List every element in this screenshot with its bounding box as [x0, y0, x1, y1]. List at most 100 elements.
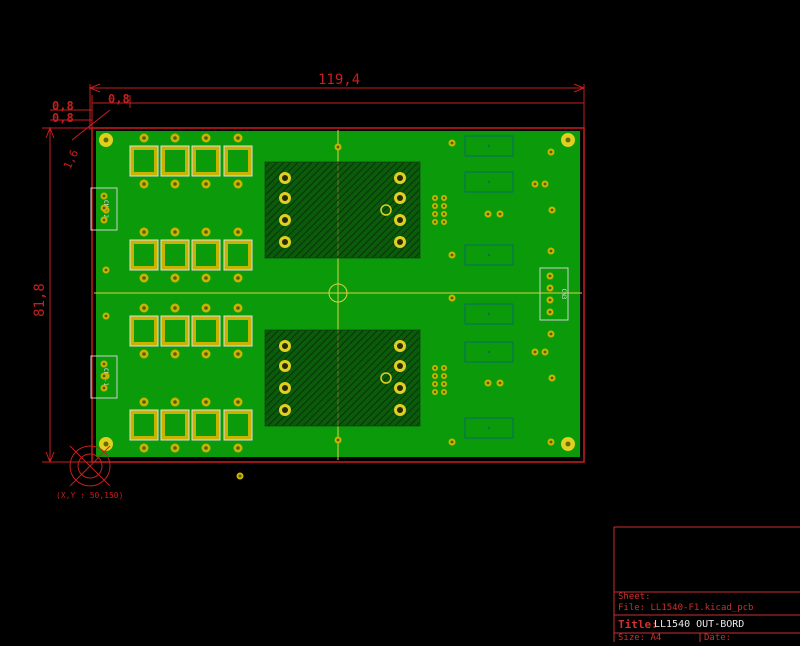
drill-hole[interactable] [543, 350, 547, 354]
drill-hole[interactable] [498, 381, 502, 385]
drill-hole[interactable] [173, 446, 177, 450]
drill-hole[interactable] [204, 306, 208, 310]
drill-hole[interactable] [550, 208, 554, 212]
cap-marker[interactable] [380, 372, 392, 384]
drill-hole[interactable] [173, 306, 177, 310]
drill-hole[interactable] [442, 196, 446, 200]
capacitor-center[interactable] [196, 414, 216, 436]
drill-hole[interactable] [236, 446, 240, 450]
mounting-hole-tl[interactable] [99, 133, 113, 147]
transformer-pin-hole[interactable] [397, 175, 403, 181]
drill-hole[interactable] [142, 230, 146, 234]
drill-hole[interactable] [533, 182, 537, 186]
transformer-pin-hole[interactable] [397, 343, 403, 349]
drill-hole[interactable] [142, 182, 146, 186]
transformer-pin-hole[interactable] [397, 239, 403, 245]
capacitor-center[interactable] [134, 150, 154, 172]
drill-hole[interactable] [104, 268, 108, 272]
capacitor-center[interactable] [228, 414, 248, 436]
resistor-mark[interactable] [487, 350, 491, 354]
cap-marker[interactable] [380, 204, 392, 216]
drill-hole[interactable] [236, 276, 240, 280]
capacitor-center[interactable] [165, 244, 185, 266]
drill-hole[interactable] [142, 276, 146, 280]
drill-hole[interactable] [548, 310, 552, 314]
drill-hole[interactable] [336, 145, 340, 149]
drill-hole[interactable] [442, 204, 446, 208]
drill-hole[interactable] [433, 212, 437, 216]
drill-hole[interactable] [549, 332, 553, 336]
board-outline[interactable] [91, 127, 585, 463]
drill-hole[interactable] [549, 440, 553, 444]
capacitor-center[interactable] [228, 320, 248, 342]
drill-hole[interactable] [204, 352, 208, 356]
drill-hole[interactable] [173, 230, 177, 234]
transformer-pin-hole[interactable] [282, 385, 288, 391]
drill-hole[interactable] [549, 249, 553, 253]
drill-hole[interactable] [442, 390, 446, 394]
drill-hole[interactable] [173, 400, 177, 404]
transformer-pin-hole[interactable] [397, 385, 403, 391]
drill-hole[interactable] [102, 374, 106, 378]
resistor-mark[interactable] [487, 253, 491, 257]
drill-hole[interactable] [142, 352, 146, 356]
drill-hole[interactable] [486, 212, 490, 216]
drill-hole[interactable] [433, 204, 437, 208]
drill-hole[interactable] [498, 212, 502, 216]
transformer-pin-hole[interactable] [282, 239, 288, 245]
drill-hole[interactable] [236, 230, 240, 234]
resistor-outline[interactable] [464, 171, 514, 193]
drill-hole[interactable] [543, 182, 547, 186]
drill-hole[interactable] [173, 136, 177, 140]
drill-hole[interactable] [236, 182, 240, 186]
drill-hole[interactable] [450, 440, 454, 444]
transformer-pin-hole[interactable] [282, 217, 288, 223]
drill-hole[interactable] [450, 253, 454, 257]
resistor-mark[interactable] [487, 144, 491, 148]
resistor-mark[interactable] [487, 312, 491, 316]
drill-hole[interactable] [142, 446, 146, 450]
resistor-outline[interactable] [464, 244, 514, 266]
mounting-hole-bl[interactable] [99, 437, 113, 451]
drill-hole[interactable] [142, 400, 146, 404]
resistor-outline[interactable] [464, 303, 514, 325]
drill-hole[interactable] [204, 182, 208, 186]
drill-hole[interactable] [486, 381, 490, 385]
capacitor-center[interactable] [228, 244, 248, 266]
connector-cn3[interactable]: CN3 [539, 267, 569, 321]
drill-hole[interactable] [102, 386, 106, 390]
capacitor-center[interactable] [134, 414, 154, 436]
resistor-mark[interactable] [487, 180, 491, 184]
drill-hole[interactable] [236, 136, 240, 140]
resistor-outline[interactable] [464, 341, 514, 363]
drill-hole[interactable] [548, 274, 552, 278]
drill-hole[interactable] [204, 446, 208, 450]
drill-hole[interactable] [173, 352, 177, 356]
drill-hole[interactable] [549, 150, 553, 154]
transformer-pin-hole[interactable] [282, 407, 288, 413]
drill-hole[interactable] [450, 296, 454, 300]
drill-hole[interactable] [442, 366, 446, 370]
drill-hole[interactable] [204, 230, 208, 234]
drill-hole[interactable] [433, 374, 437, 378]
resistor-outline[interactable] [464, 135, 514, 157]
capacitor-center[interactable] [134, 320, 154, 342]
drill-hole[interactable] [102, 194, 106, 198]
drill-hole[interactable] [433, 220, 437, 224]
resistor-mark[interactable] [487, 426, 491, 430]
capacitor-center[interactable] [196, 320, 216, 342]
drill-hole[interactable] [336, 438, 340, 442]
mounting-hole-br[interactable] [561, 437, 575, 451]
drill-hole[interactable] [550, 376, 554, 380]
drill-hole[interactable] [238, 474, 242, 478]
mounting-hole-tr[interactable] [561, 133, 575, 147]
component-layer[interactable] [100, 133, 556, 480]
drill-hole[interactable] [433, 196, 437, 200]
capacitor-center[interactable] [196, 244, 216, 266]
capacitor-center[interactable] [165, 150, 185, 172]
transformer-pin-hole[interactable] [397, 217, 403, 223]
drill-hole[interactable] [533, 350, 537, 354]
transformer-pin-hole[interactable] [282, 363, 288, 369]
